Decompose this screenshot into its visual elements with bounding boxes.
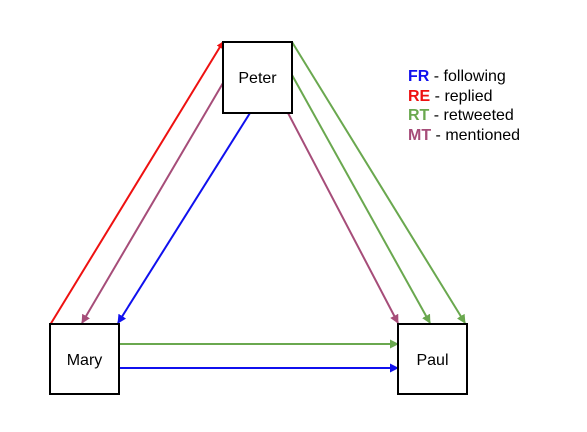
legend-code-re: RE — [408, 87, 431, 105]
legend-code-mt: MT — [408, 126, 432, 144]
edge-peter-paul-retweeted-outer — [291, 41, 466, 324]
legend-text-replied: - replied — [430, 87, 493, 105]
legend-row-retweeted: RT - retweeted — [408, 106, 520, 126]
node-paul-box — [397, 323, 468, 395]
node-peter-label: Peter — [238, 70, 277, 87]
legend-text-mentioned: - mentioned — [431, 126, 521, 144]
legend-code-rt: RT — [408, 107, 430, 124]
legend-row-mentioned: MT - mentioned — [408, 126, 520, 146]
legend-text-retweeted: - retweeted — [429, 107, 514, 124]
edge-peter-mary-following — [117, 112, 251, 324]
node-mary-label: Mary — [67, 352, 103, 369]
legend-text-following: - following — [429, 68, 506, 85]
node-mary-box — [49, 323, 120, 395]
edge-peter-paul-mentioned — [287, 112, 399, 324]
legend-row-replied: RE - replied — [408, 87, 520, 107]
legend-code-fr: FR — [408, 68, 430, 85]
edge-peter-mary-mentioned — [81, 82, 224, 324]
edge-mary-peter-replied — [49, 41, 224, 326]
legend: FR - following RE - replied RT - retweet… — [408, 67, 520, 145]
legend-row-following: FR - following — [408, 67, 520, 87]
edge-peter-paul-retweeted-inner — [291, 74, 431, 324]
node-paul-label: Paul — [416, 352, 448, 369]
node-peter-box — [222, 41, 293, 114]
